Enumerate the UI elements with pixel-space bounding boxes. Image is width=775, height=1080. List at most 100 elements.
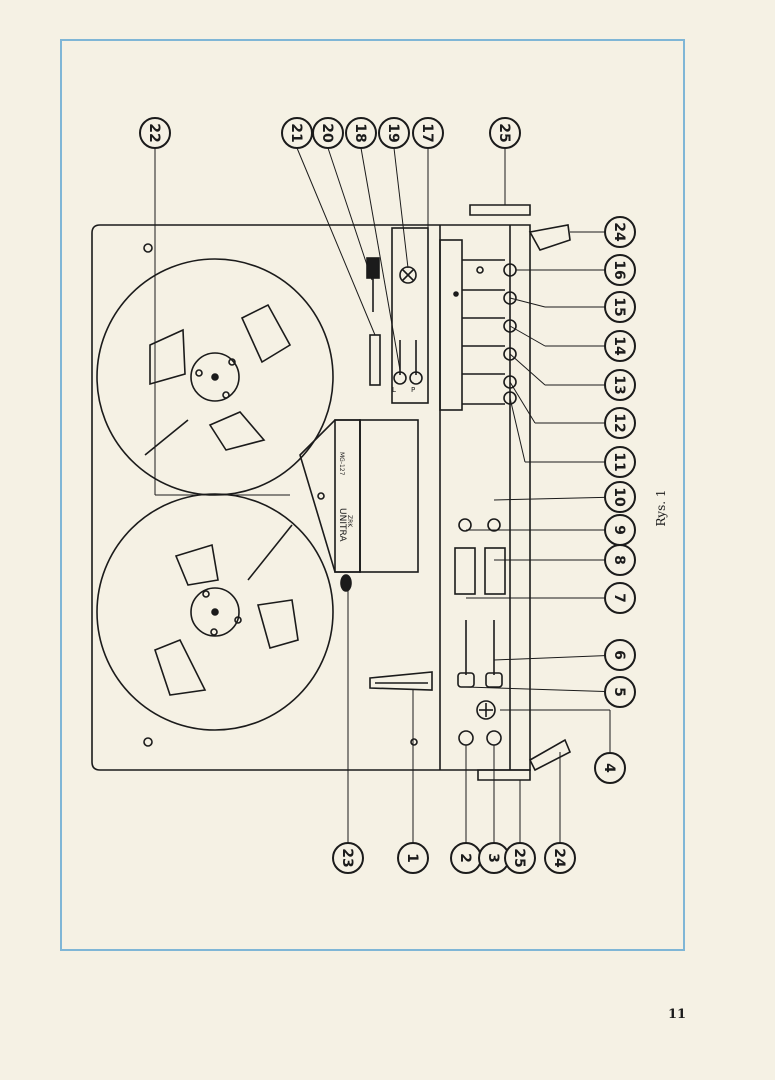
deck-body <box>91 224 531 771</box>
callout-2: 2 <box>450 842 482 874</box>
screw <box>143 737 153 747</box>
screw <box>143 243 153 253</box>
callout-number: 10 <box>611 487 627 507</box>
callout-circle <box>594 752 626 784</box>
callout-25: 25 <box>489 117 521 149</box>
callout-circle <box>412 117 444 149</box>
leader-lines <box>154 147 621 843</box>
handle-24-top <box>528 224 571 251</box>
callout-circle <box>604 514 636 546</box>
callout-circle <box>604 291 636 323</box>
channel-label-l: L <box>392 386 396 394</box>
page-frame <box>60 39 685 951</box>
callout-14: 14 <box>604 330 636 362</box>
callout-circle <box>281 117 313 149</box>
callout-18: 18 <box>345 117 377 149</box>
callout-number: 6 <box>611 650 627 660</box>
channel-label-p: P <box>411 386 415 394</box>
callout-17: 17 <box>412 117 444 149</box>
model-label: MG-127 <box>338 452 345 476</box>
foot-25-bottom <box>477 769 531 781</box>
callout-circle <box>489 117 521 149</box>
callout-number: 2 <box>457 853 473 863</box>
callout-number: 14 <box>611 336 627 356</box>
jack-2 <box>458 730 474 746</box>
handle-24-bottom <box>528 738 572 772</box>
brand-label: UNITRA <box>337 508 347 542</box>
callout-24: 24 <box>544 842 576 874</box>
callout-3: 3 <box>478 842 510 874</box>
reel-bottom <box>96 493 334 731</box>
callout-number: 19 <box>385 123 401 142</box>
page-number: 11 <box>668 1007 686 1022</box>
sliders-5-6 <box>457 620 503 688</box>
callout-circle <box>604 216 636 248</box>
callout-circle <box>604 330 636 362</box>
callout-number: 1 <box>404 853 420 863</box>
foot-25-top <box>469 204 531 216</box>
callout-circle <box>604 481 636 513</box>
lever-1 <box>369 671 433 691</box>
callout-19: 19 <box>378 117 410 149</box>
callout-circle <box>604 407 636 439</box>
callout-circle <box>378 117 410 149</box>
callout-number: 21 <box>288 123 304 142</box>
capstan-23 <box>340 574 352 592</box>
callout-4: 4 <box>594 752 626 784</box>
callout-22: 22 <box>139 117 171 149</box>
callout-25: 25 <box>504 842 536 874</box>
callout-number: 13 <box>611 375 627 394</box>
screw <box>410 738 418 746</box>
callout-1: 1 <box>397 842 429 874</box>
callout-circle <box>604 676 636 708</box>
callout-number: 20 <box>319 123 335 143</box>
brand-sub-label: ZRK <box>346 515 353 528</box>
callout-number: 4 <box>601 763 617 773</box>
callout-circle <box>332 842 364 874</box>
callout-5: 5 <box>604 676 636 708</box>
callout-number: 17 <box>419 123 435 142</box>
piano-keys <box>439 239 517 411</box>
level-controls: L P <box>366 227 429 404</box>
callout-21: 21 <box>281 117 313 149</box>
callout-23: 23 <box>332 842 364 874</box>
callout-number: 11 <box>611 452 627 471</box>
callout-11: 11 <box>604 446 636 478</box>
callout-number: 3 <box>485 853 501 863</box>
callout-9: 9 <box>604 514 636 546</box>
callout-circle <box>604 639 636 671</box>
callout-13: 13 <box>604 369 636 401</box>
callout-circle <box>397 842 429 874</box>
callout-number: 25 <box>511 848 527 867</box>
callout-circle <box>139 117 171 149</box>
callout-8: 8 <box>604 544 636 576</box>
callout-number: 24 <box>611 222 627 242</box>
callout-number: 24 <box>551 848 567 868</box>
callout-number: 25 <box>496 123 512 142</box>
callout-circle <box>345 117 377 149</box>
callout-circle <box>604 369 636 401</box>
callout-15: 15 <box>604 291 636 323</box>
callout-number: 7 <box>611 593 627 603</box>
callout-10: 10 <box>604 481 636 513</box>
callout-20: 20 <box>312 117 344 149</box>
callout-number: 8 <box>611 555 627 565</box>
callout-number: 18 <box>352 123 368 142</box>
callout-circle <box>604 582 636 614</box>
callout-number: 9 <box>611 525 627 535</box>
callout-circle <box>604 446 636 478</box>
callout-7: 7 <box>604 582 636 614</box>
callout-12: 12 <box>604 407 636 439</box>
input-sockets <box>454 518 506 595</box>
callout-circle <box>504 842 536 874</box>
callout-number: 23 <box>339 848 355 867</box>
tape-recorder-drawing: UNITRA ZRK MG-127 L P <box>91 204 572 781</box>
callout-6: 6 <box>604 639 636 671</box>
jack-3 <box>486 730 502 746</box>
callout-number: 15 <box>611 297 627 316</box>
callout-24: 24 <box>604 216 636 248</box>
figure-caption: Rys. 1 <box>654 489 668 526</box>
